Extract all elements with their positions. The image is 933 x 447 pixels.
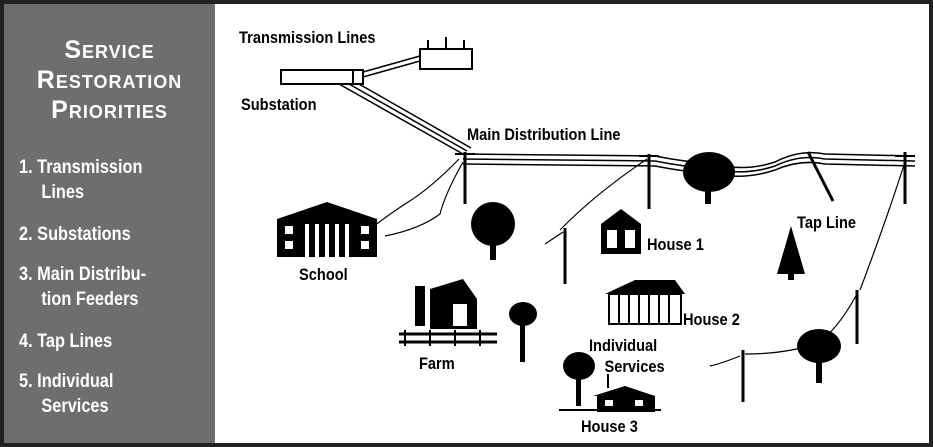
house-2-icon (605, 280, 685, 325)
priority-item-1-line-1: 1. Transmission (19, 157, 143, 178)
label-house-1: House 1 (647, 235, 704, 254)
scene-drawing (277, 37, 916, 412)
label-transmission-lines: Transmission Lines (239, 28, 376, 47)
tree-icon-farm (509, 302, 537, 362)
sidebar-title-line-3: Priorities (51, 96, 168, 124)
label-substation: Substation (241, 95, 317, 114)
house-1-barn-icon (601, 209, 641, 254)
power-grid-scene: Transmission Lines Substation Main Distr… (215, 4, 929, 443)
school-building-icon (277, 202, 377, 257)
priority-item-1: 1. Transmission Lines (19, 155, 143, 205)
substation-icon (280, 69, 364, 85)
priority-item-1-line-2: Lines (41, 182, 85, 203)
label-individual-services-line-2: Services (604, 357, 665, 376)
priority-item-3-line-1: 3. Main Distribu- (19, 264, 147, 285)
priority-item-5-line-2: Services (41, 396, 109, 417)
tree-icon-school (471, 202, 515, 260)
tree-icon-tap-line (797, 329, 841, 383)
label-tap-line: Tap Line (797, 213, 857, 232)
feeder-from-substation (338, 83, 472, 155)
utility-poles (455, 151, 915, 402)
priority-item-4: 4. Tap Lines (19, 329, 112, 354)
label-house-3: House 3 (581, 417, 638, 436)
farm-icon (399, 279, 497, 346)
label-individual-services: Individual Services (589, 335, 665, 377)
priority-item-5-line-1: 5. Individual (19, 371, 114, 392)
main-distribution-line-wires (462, 151, 916, 177)
priority-item-2: 2. Substations (19, 222, 131, 247)
pine-tree-icon (777, 226, 805, 280)
label-school: School (299, 265, 348, 284)
label-house-2: House 2 (683, 310, 740, 329)
label-individual-services-line-1: Individual (589, 336, 658, 355)
transmission-line-wires (362, 55, 421, 78)
priority-item-2-line-1: 2. Substations (19, 224, 131, 245)
priority-item-3-line-2: tion Feeders (41, 289, 139, 310)
sidebar-title-line-1: Service (64, 36, 155, 64)
label-farm: Farm (419, 354, 455, 373)
priority-item-3: 3. Main Distribu- tion Feeders (19, 262, 146, 312)
house-3-icon (559, 352, 661, 412)
sidebar-title-line-2: Restoration (36, 66, 183, 94)
priority-item-4-line-1: 4. Tap Lines (19, 331, 113, 352)
label-main-distribution-line: Main Distribution Line (467, 125, 621, 144)
priorities-sidebar: Service Restoration Priorities 1. Transm… (4, 4, 215, 443)
tree-icon-main-line (683, 152, 735, 204)
priority-item-5: 5. Individual Services (19, 369, 113, 419)
transmission-tower-icon (419, 37, 473, 70)
